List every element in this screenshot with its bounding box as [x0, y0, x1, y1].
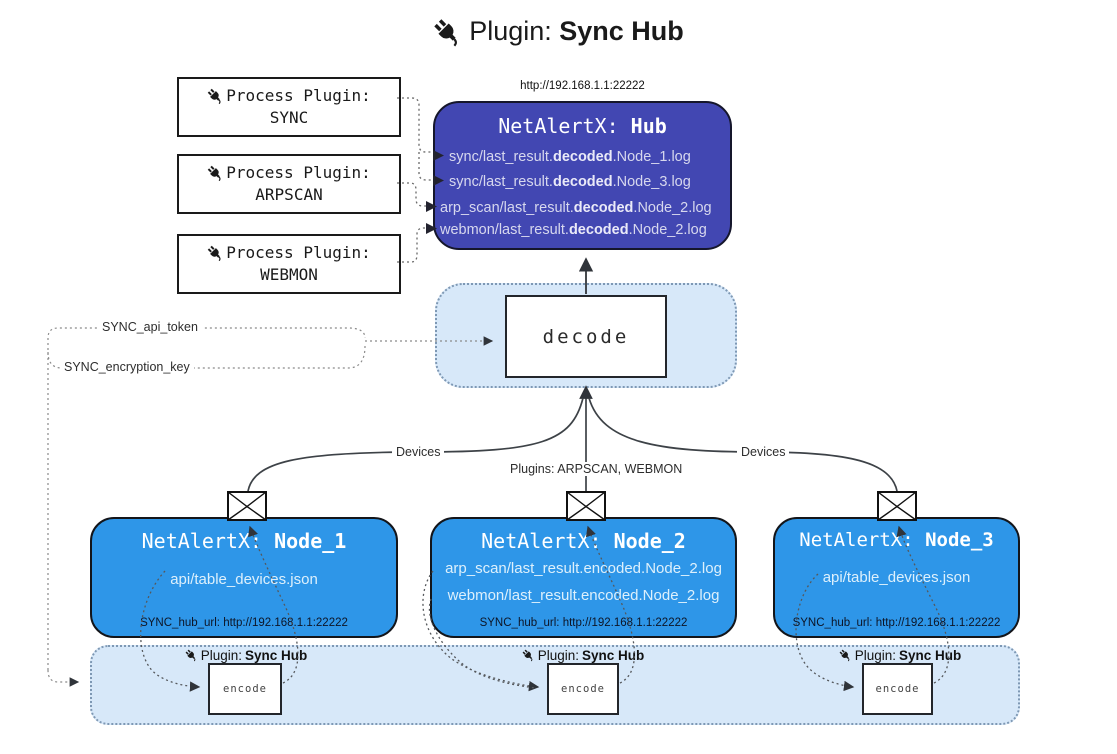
- node-file-line: webmon/last_result.encoded.Node_2.log: [447, 587, 720, 604]
- strip-plugin-label: Plugin: Sync Hub: [176, 648, 316, 663]
- hub-log-entry: webmon/last_result.decoded.Node_2.log: [440, 222, 707, 238]
- node-hub-url: SYNC_hub_url: http://192.168.1.1:22222: [140, 617, 348, 629]
- process-plugin-box-arpscan: Process Plugin: ARPSCAN: [177, 154, 401, 214]
- hub-log-entry: sync/last_result.decoded.Node_3.log: [449, 174, 691, 190]
- plugins-edge-label: Plugins: ARPSCAN, WEBMON: [506, 462, 687, 476]
- node-hub-url: SYNC_hub_url: http://192.168.1.1:22222: [479, 617, 688, 629]
- hub-log-entry: sync/last_result.decoded.Node_1.log: [449, 149, 691, 165]
- decode-box: decode: [505, 295, 667, 378]
- title-name: Sync Hub: [559, 16, 684, 46]
- process-plugin-name: WEBMON: [260, 265, 318, 284]
- encode-box: encode: [547, 663, 619, 715]
- plug-icon: [207, 245, 224, 262]
- process-plugin-name: SYNC: [269, 108, 309, 127]
- plug-icon: [185, 649, 198, 662]
- node-box-node-3: NetAlertX: Node_3 api/table_devices.json…: [773, 517, 1020, 638]
- node-title: NetAlertX: Node_3: [799, 529, 994, 551]
- devices-label-right: Devices: [737, 445, 790, 459]
- node-box-node-1: NetAlertX: Node_1 api/table_devices.json…: [90, 517, 398, 638]
- hub-log-entry: arp_scan/last_result.decoded.Node_2.log: [440, 200, 712, 216]
- process-plugin-box-webmon: Process Plugin: WEBMON: [177, 234, 401, 294]
- node-file-line: api/table_devices.json: [170, 571, 318, 588]
- hub-title: NetAlertX: Hub: [498, 114, 667, 138]
- plugin-to-hub-connectors: [397, 97, 431, 263]
- strip-plugin-label: Plugin: Sync Hub: [830, 648, 970, 663]
- page-title: Plugin: Sync Hub: [0, 16, 1117, 48]
- sync-encryption-key-label: SYNC_encryption_key: [60, 360, 194, 374]
- node-title: NetAlertX: Node_1: [141, 529, 347, 553]
- devices-label-left: Devices: [392, 445, 445, 459]
- process-plugin-label: Process Plugin:: [226, 163, 371, 182]
- node-title: NetAlertX: Node_2: [481, 529, 686, 553]
- process-plugin-box-sync: Process Plugin: SYNC: [177, 77, 401, 137]
- plug-icon: [839, 649, 852, 662]
- node-file-line: arp_scan/last_result.encoded.Node_2.log: [445, 560, 722, 577]
- encode-box: encode: [862, 663, 933, 715]
- process-plugin-label: Process Plugin:: [226, 243, 371, 262]
- hub-url-label: http://192.168.1.1:22222: [520, 80, 645, 92]
- node-hub-url: SYNC_hub_url: http://192.168.1.1:22222: [792, 617, 1001, 629]
- strip-plugin-label: Plugin: Sync Hub: [513, 648, 653, 663]
- process-plugin-label: Process Plugin:: [226, 86, 371, 105]
- plug-icon: [207, 88, 224, 105]
- envelope-icon: [877, 491, 917, 521]
- hub-box: NetAlertX: Hub sync/last_result.decoded.…: [433, 101, 732, 250]
- envelope-icon: [566, 491, 606, 521]
- plug-icon: [207, 165, 224, 182]
- process-plugin-name: ARPSCAN: [255, 185, 323, 204]
- envelope-icon: [227, 491, 267, 521]
- plug-icon: [433, 18, 463, 48]
- title-prefix: Plugin:: [469, 16, 552, 46]
- sync-api-token-label: SYNC_api_token: [98, 320, 202, 334]
- encode-box: encode: [208, 663, 282, 715]
- node-file-line: api/table_devices.json: [822, 569, 971, 586]
- plug-icon: [522, 649, 535, 662]
- node-box-node-2: NetAlertX: Node_2 arp_scan/last_result.e…: [430, 517, 737, 638]
